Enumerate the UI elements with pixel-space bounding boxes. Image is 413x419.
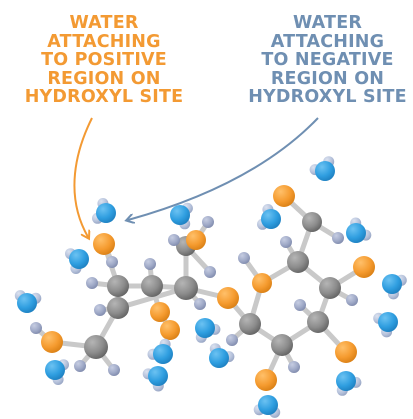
water-oxygen-icon [315,161,335,181]
water-molecule-icon [257,204,281,230]
carbon-atom-icon [174,276,198,300]
water-oxygen-icon [346,223,366,243]
oxygen-atom-icon [353,256,375,278]
oxygen-atom-icon [217,287,239,309]
label-line: TO POSITIVE [41,50,167,70]
label-line: TO NEGATIVE [261,50,394,70]
hydrogen-atom-icon [294,299,306,311]
water-molecule-icon [309,156,335,181]
hydrogen-atom-icon [108,364,120,376]
oxygen-atom-icon [150,302,170,322]
water-molecule-icon [373,312,398,338]
hydrogen-atom-icon [238,252,250,264]
water-oxygen-icon [195,318,215,338]
oxygen-atom-icon [273,185,295,207]
oxygen-atom-icon [252,273,272,293]
label-line: HYDROXYL SITE [248,87,407,107]
arrow-positive-region [73,117,93,237]
hydrogen-atom-icon [144,258,156,270]
hydrogen-atom-icon [346,294,358,306]
water-molecule-icon [45,359,69,385]
atom-group [30,185,375,391]
hydrogen-atom-icon [94,304,106,316]
label-line: REGION ON [47,68,161,89]
oxygen-atom-icon [41,331,63,353]
arrow-negative-region [128,117,319,220]
hydrogen-atom-icon [106,256,118,268]
hydrogen-atom-icon [204,266,216,278]
water-molecule-icon [336,371,362,396]
label-line: REGION ON [270,68,385,89]
water-molecule-icon [142,366,168,392]
water-oxygen-icon [258,395,278,415]
hydrogen-atom-icon [280,236,292,248]
hydrogen-atom-icon [168,234,180,246]
water-molecule-icon [209,343,235,368]
hydrogen-atom-icon [86,277,98,289]
hydrogen-atom-icon [226,334,238,346]
water-group [14,156,407,418]
water-molecule-icon [382,274,407,300]
hydrogen-atom-icon [332,232,344,244]
water-molecule-icon [253,395,281,418]
water-oxygen-icon [45,360,65,380]
label-negative-region: WATER ATTACHING TO NEGATIVE REGION ON HY… [242,14,413,107]
water-molecule-icon [92,198,116,224]
oxygen-atom-icon [93,233,115,255]
label-line: ATTACHING [270,31,385,52]
label-line: WATER [292,13,363,33]
label-line: ATTACHING [47,31,161,52]
water-molecule-icon [65,248,89,274]
label-positive-region: WATER ATTACHING TO POSITIVE REGION ON HY… [0,14,208,107]
water-molecule-icon [195,318,221,343]
carbon-atom-icon [107,297,129,319]
carbon-atom-icon [319,277,341,299]
label-line: HYDROXYL SITE [24,87,184,107]
water-oxygen-icon [17,293,37,313]
water-molecule-icon [14,290,42,313]
water-oxygen-icon [336,371,356,391]
water-oxygen-icon [382,274,402,294]
carbon-atom-icon [239,313,261,335]
hydrogen-atom-icon [74,360,86,372]
oxygen-atom-icon [255,369,277,391]
water-oxygen-icon [378,312,398,332]
carbon-atom-icon [271,334,293,356]
water-oxygen-icon [96,203,116,223]
water-oxygen-icon [261,209,281,229]
water-oxygen-icon [209,348,229,368]
carbon-atom-icon [141,275,163,297]
oxygen-atom-icon [335,341,357,363]
water-oxygen-icon [153,344,173,364]
water-oxygen-icon [69,249,89,269]
carbon-atom-icon [84,335,108,359]
carbon-atom-icon [107,275,129,297]
label-line: WATER [69,13,139,33]
hydrogen-atom-icon [288,361,300,373]
hydrogen-atom-icon [202,216,214,228]
oxygen-atom-icon [186,230,206,250]
carbon-atom-icon [307,311,329,333]
hydrogen-atom-icon [194,298,206,310]
water-molecule-icon [170,202,193,230]
hydrogen-atom-icon [30,322,42,334]
water-molecule-icon [346,217,372,243]
carbon-atom-icon [302,212,322,232]
water-oxygen-icon [170,205,190,225]
water-molecule-icon [147,338,173,364]
water-oxygen-icon [148,366,168,386]
oxygen-atom-icon [160,320,180,340]
carbon-atom-icon [287,251,309,273]
